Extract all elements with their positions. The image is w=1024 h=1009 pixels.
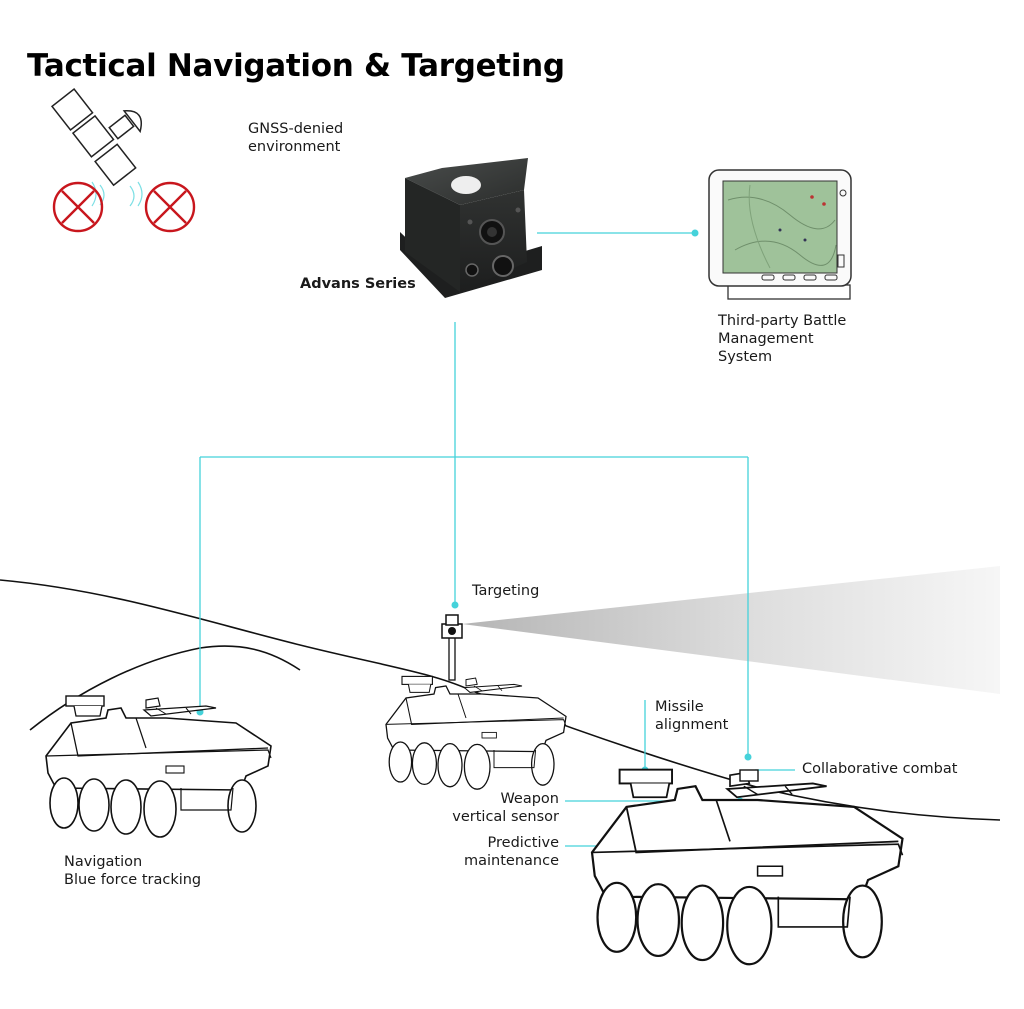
gnss-label-line: environment bbox=[248, 139, 341, 155]
predictive-label: Predictive maintenance bbox=[464, 834, 559, 870]
imu-device-icon bbox=[400, 158, 542, 298]
weapon-label-line: vertical sensor bbox=[452, 809, 559, 825]
satellite-icon bbox=[50, 88, 142, 187]
collab-label: Collaborative combat bbox=[802, 761, 958, 777]
bms-label-line: System bbox=[718, 349, 773, 365]
gnss-label-line: GNSS-denied bbox=[248, 121, 344, 137]
armored-vehicle-icon bbox=[590, 768, 904, 966]
page-title: Tactical Navigation & Targeting bbox=[27, 48, 565, 84]
missile-label: Missile alignment bbox=[655, 698, 728, 734]
device-label: Advans Series bbox=[300, 276, 416, 292]
no-signal-icon bbox=[144, 181, 196, 233]
missile-label-line: Missile bbox=[655, 699, 704, 715]
monitor-icon bbox=[708, 169, 852, 300]
gnss-label: GNSS-denied environment bbox=[248, 120, 343, 156]
bms-label-line: Management bbox=[718, 331, 814, 347]
missile-label-line: alignment bbox=[655, 717, 729, 733]
bms-label-line: Third-party Battle bbox=[718, 313, 847, 329]
predictive-label-line: Predictive bbox=[487, 835, 559, 851]
navigation-label: Navigation Blue force tracking bbox=[64, 853, 201, 889]
navigation-label-line: Navigation bbox=[64, 854, 143, 870]
connector-lines bbox=[199, 232, 808, 847]
predictive-label-line: maintenance bbox=[464, 853, 559, 869]
no-signal-icon bbox=[52, 181, 104, 233]
targeting-beam-icon bbox=[462, 566, 1000, 694]
bms-label: Third-party Battle Management System bbox=[718, 312, 846, 366]
weapon-label-line: Weapon bbox=[500, 791, 559, 807]
navigation-label-line: Blue force tracking bbox=[64, 872, 202, 888]
armored-vehicle-icon bbox=[45, 695, 272, 838]
weapon-label: Weapon vertical sensor bbox=[452, 790, 559, 826]
targeting-label: Targeting bbox=[472, 583, 540, 599]
armored-vehicle-icon bbox=[385, 614, 567, 790]
